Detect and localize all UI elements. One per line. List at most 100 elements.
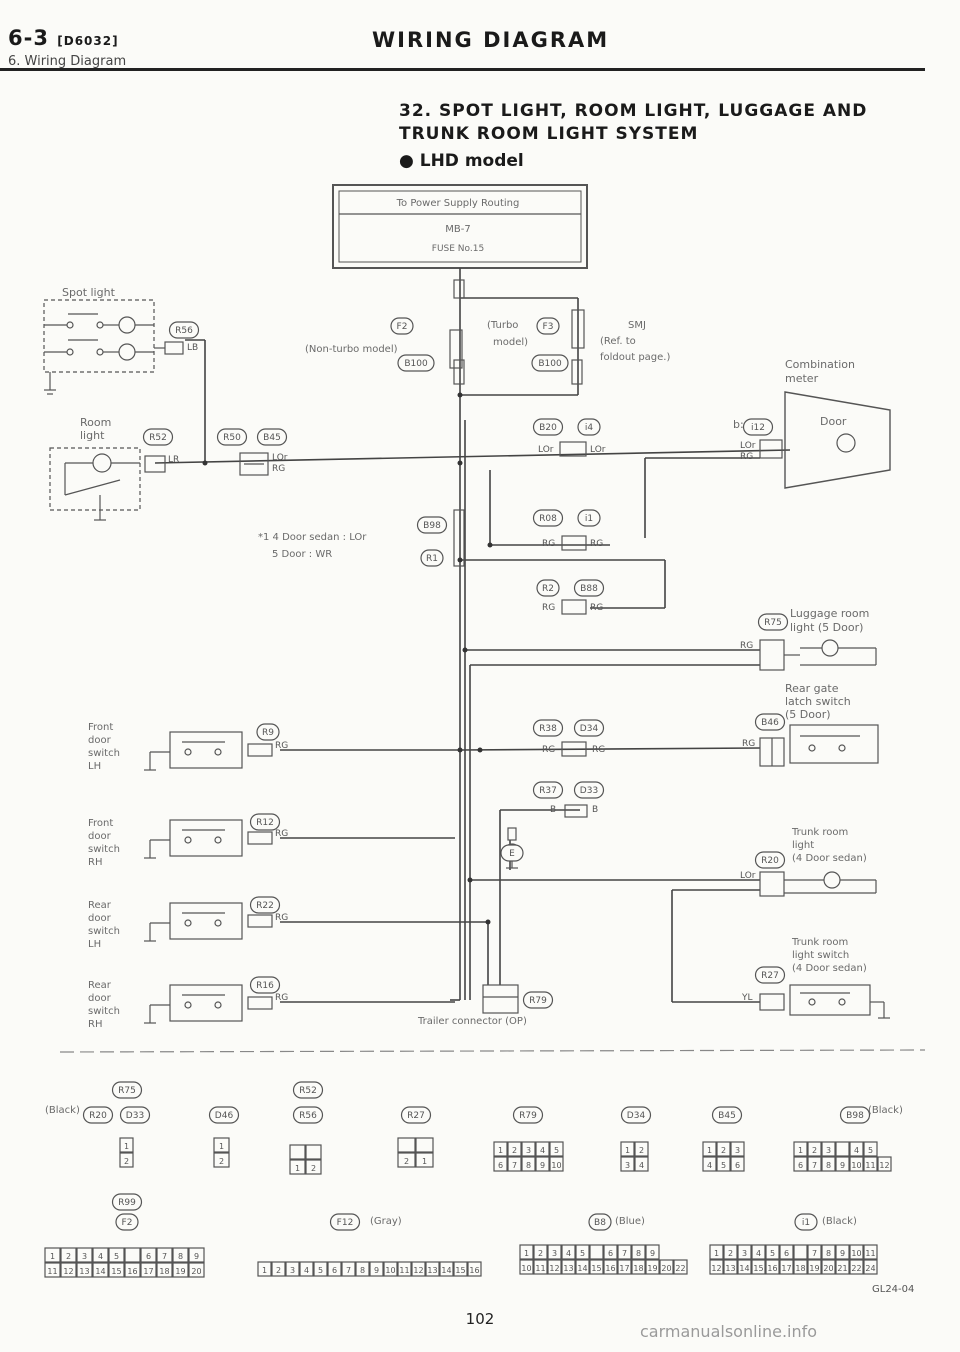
- svg-text:14: 14: [577, 1264, 587, 1273]
- trunk-light-2: light: [792, 840, 814, 851]
- svg-text:7: 7: [812, 1249, 817, 1258]
- svg-text:6: 6: [498, 1161, 503, 1170]
- connector-face-2: 12: [213, 1137, 230, 1168]
- inline-connectors: [482, 441, 588, 1014]
- svg-text:B88: B88: [580, 584, 598, 594]
- svg-text:B100: B100: [404, 359, 428, 369]
- svg-text:4: 4: [707, 1161, 712, 1170]
- svg-text:8: 8: [636, 1249, 641, 1258]
- wire-note-1: *1 4 Door sedan : LOr: [258, 532, 367, 543]
- connector-badge-r22: R22: [249, 896, 281, 914]
- svg-text:3: 3: [552, 1249, 557, 1258]
- junction-dots: [202, 392, 493, 925]
- svg-text:F12: F12: [337, 1218, 354, 1228]
- connector-badge-r52: R52: [142, 428, 174, 446]
- svg-text:R2: R2: [542, 584, 554, 594]
- svg-text:4: 4: [540, 1146, 545, 1155]
- svg-text:2: 2: [276, 1266, 281, 1275]
- svg-text:1: 1: [498, 1146, 503, 1155]
- front-door-switch-lh: [144, 731, 273, 771]
- connector-badge-i1: i1: [794, 1213, 818, 1231]
- svg-text:R79: R79: [529, 996, 547, 1006]
- section-number: 6-3 [D6032]: [8, 26, 119, 50]
- room-light-label-2: light: [80, 429, 105, 442]
- wire-tag-rg-3: RG: [542, 539, 555, 549]
- connector-badge-r37: R37: [532, 781, 564, 799]
- wire-tag-rg-8: RG: [275, 741, 288, 751]
- svg-text:5: 5: [114, 1252, 119, 1261]
- svg-text:10: 10: [385, 1266, 395, 1275]
- rdsw-lh-1: Rear: [88, 900, 112, 911]
- svg-text:F2: F2: [397, 322, 408, 332]
- connector-badge-r20: R20: [82, 1106, 114, 1124]
- connector-badge-b100: B100: [531, 354, 569, 372]
- svg-text:20: 20: [191, 1267, 201, 1276]
- rdsw-lh-4: LH: [88, 939, 101, 950]
- svg-text:4: 4: [304, 1266, 309, 1275]
- rdsw-lh-2: door: [88, 913, 112, 924]
- svg-text:17: 17: [619, 1264, 629, 1273]
- smj-label-2: (Ref. to: [600, 336, 636, 347]
- wire-tag-rg-13: RG: [275, 913, 288, 923]
- wire-tag-lb: LB: [187, 343, 198, 353]
- wire-tag-lor-4: LOr: [740, 441, 756, 451]
- svg-text:6: 6: [608, 1249, 613, 1258]
- wire-tag-rg-2: RG: [740, 452, 753, 462]
- svg-text:18: 18: [795, 1264, 805, 1273]
- svg-text:6: 6: [146, 1252, 151, 1261]
- connector-badge-f2: F2: [115, 1213, 139, 1231]
- page-header-title: WIRING DIAGRAM: [372, 28, 610, 52]
- svg-text:10: 10: [521, 1264, 531, 1273]
- svg-text:R22: R22: [256, 901, 274, 911]
- svg-text:3: 3: [625, 1161, 630, 1170]
- power-box-ref: MB-7: [445, 224, 470, 235]
- svg-text:R12: R12: [256, 818, 274, 828]
- connector-badge-d33: D33: [119, 1106, 151, 1124]
- connector-badge-r38: R38: [532, 719, 564, 737]
- svg-text:R08: R08: [539, 514, 557, 524]
- connector-badge-b45: B45: [256, 428, 288, 446]
- svg-text:B46: B46: [761, 718, 779, 728]
- connector-badge-r12: R12: [249, 813, 281, 831]
- combination-label-2: meter: [785, 372, 819, 385]
- svg-text:R75: R75: [118, 1086, 136, 1096]
- svg-text:1: 1: [262, 1266, 267, 1275]
- svg-text:22: 22: [675, 1264, 685, 1273]
- svg-text:9: 9: [650, 1249, 655, 1258]
- svg-text:15: 15: [753, 1264, 763, 1273]
- connector-badge-r56: R56: [292, 1106, 324, 1124]
- svg-text:2: 2: [66, 1252, 71, 1261]
- svg-text:13: 13: [725, 1264, 735, 1273]
- svg-text:F3: F3: [543, 322, 554, 332]
- svg-text:3: 3: [290, 1266, 295, 1275]
- svg-text:5: 5: [580, 1249, 585, 1258]
- svg-text:B100: B100: [538, 359, 562, 369]
- svg-text:19: 19: [647, 1264, 657, 1273]
- svg-text:13: 13: [563, 1264, 573, 1273]
- wire-tag-lor-3: LOr: [590, 445, 606, 455]
- svg-text:7: 7: [162, 1252, 167, 1261]
- svg-text:4: 4: [756, 1249, 761, 1258]
- svg-text:B45: B45: [718, 1111, 736, 1121]
- svg-text:1: 1: [124, 1142, 129, 1151]
- rdsw-rh-2: door: [88, 993, 112, 1004]
- svg-text:R37: R37: [539, 786, 557, 796]
- svg-text:16: 16: [127, 1267, 137, 1276]
- room-light-component: Room light: [49, 416, 166, 521]
- svg-text:R79: R79: [519, 1111, 537, 1121]
- svg-text:R38: R38: [539, 724, 557, 734]
- wire-tag-lr: LR: [168, 455, 179, 465]
- smj-label-1: SMJ: [628, 320, 646, 331]
- svg-text:R9: R9: [262, 728, 274, 738]
- svg-text:F2: F2: [122, 1218, 133, 1228]
- svg-text:R52: R52: [299, 1086, 317, 1096]
- connector-badge-b45: B45: [711, 1106, 743, 1124]
- connector-badge-d46: D46: [208, 1106, 240, 1124]
- svg-text:7: 7: [622, 1249, 627, 1258]
- connector-badge-r56: R56: [168, 321, 200, 339]
